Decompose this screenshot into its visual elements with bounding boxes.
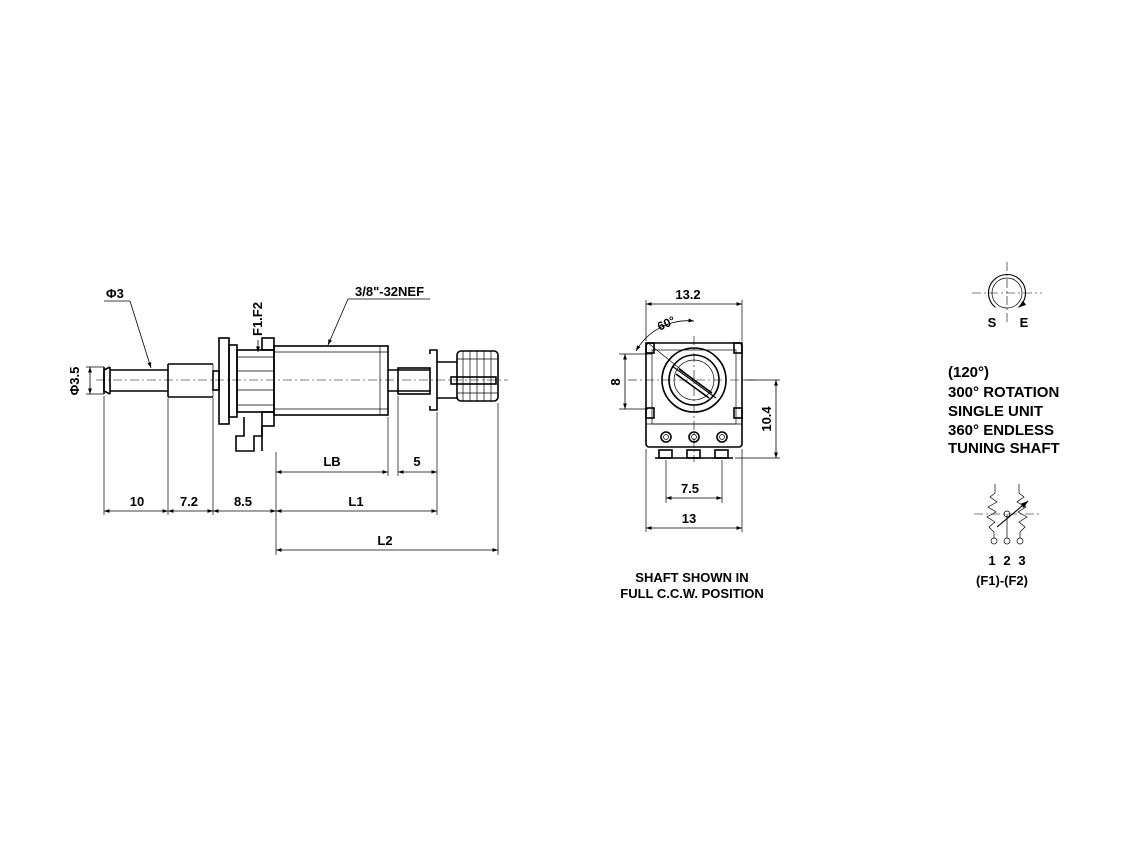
dim-10: 10 [130,494,144,509]
knurled-knob [450,350,499,402]
terminal-lug [235,417,263,452]
dim-8: 8 [608,378,623,385]
dim-width-top: 13.2 [645,287,743,341]
dim-row-lb: LB 5 [276,454,437,474]
dim-row-l2: L2 [276,533,498,552]
phi3-5-dimension: Φ3.5 [67,366,104,396]
collar [212,337,275,427]
thread-callout: 3/8"-32NEF [327,284,430,346]
dim-8-5: 8.5 [234,494,252,509]
spec-line3: SINGLE UNIT [948,403,1043,420]
rotation-symbol: S E [972,262,1042,330]
pin-1: 1 [988,553,995,568]
spec-line5: TUNING SHAFT [948,440,1060,457]
caption-line2: FULL C.C.W. POSITION [620,586,763,601]
dim-7-5: 7.5 [681,481,699,496]
angle-callout: 60° [635,313,695,381]
dim-7-2: 7.2 [180,494,198,509]
thread-label: 3/8"-32NEF [355,284,424,299]
pin-2: 2 [1003,553,1010,568]
dim-width-bottom: 13 [645,449,743,532]
dim-l1: L1 [348,494,363,509]
dim-height-left: 8 [608,353,652,410]
caption-line1: SHAFT SHOWN IN [635,570,748,585]
front-view: 13.2 60° 8 10.4 7.5 [608,287,780,601]
rotation-start-label: S [988,315,997,330]
terminal-label: F1.F2 [250,302,265,336]
spec-line1: (120°) [948,364,989,381]
dim-height-right: 10.4 [735,379,780,459]
dim-lb: LB [323,454,340,469]
spec-line2: 300° ROTATION [948,384,1059,401]
terminal-callout: F1.F2 [250,302,265,352]
phi3-5-label: Φ3.5 [67,367,82,396]
phi3-callout: Φ3 [104,286,152,369]
threaded-bushing [273,345,389,416]
extension-lines [103,396,499,555]
dim-l2: L2 [377,533,392,548]
shaft [103,363,214,398]
dim-13: 13 [682,511,696,526]
dim-row-l1: 10 7.2 8.5 L1 [104,494,437,513]
circuit-symbol: 1 2 3 (F1)-(F2) [974,484,1040,588]
terminals [655,431,733,459]
dim-5: 5 [413,454,420,469]
side-view: Φ3 Φ3.5 F1.F2 3/8"-32NEF [67,284,508,555]
phi3-label: Φ3 [106,286,124,301]
spec-line4: 360° ENDLESS [948,422,1054,439]
inner-shaft [388,349,457,411]
circuit-caption: (F1)-(F2) [976,573,1028,588]
rotation-end-label: E [1020,315,1029,330]
spec-block: (120°) 300° ROTATION SINGLE UNIT 360° EN… [948,364,1060,457]
dim-13-2: 13.2 [675,287,700,302]
dim-10-4: 10.4 [759,406,774,432]
dim-pitch: 7.5 [665,460,723,503]
pin-3: 3 [1018,553,1025,568]
angle-label: 60° [655,313,678,333]
